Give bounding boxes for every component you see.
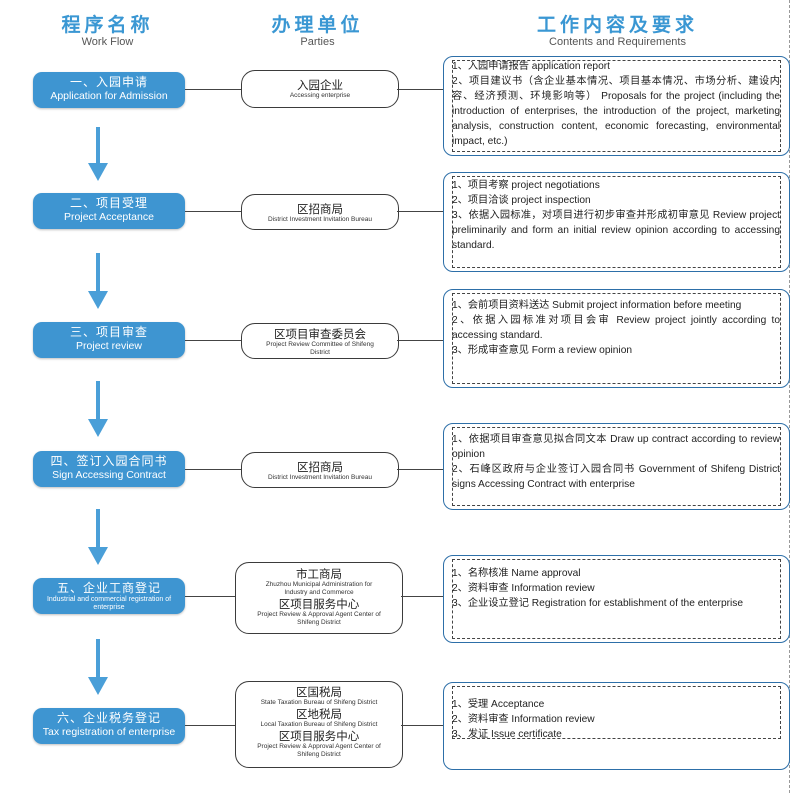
step-1-party: 入园企业 Accessing enterprise	[241, 70, 399, 108]
step-5-connector	[185, 596, 235, 597]
step-5-party: 市工商局 Zhuzhou Municipal Administration fo…	[235, 562, 403, 634]
step-5-box: 五、企业工商登记 Industrial and commercial regis…	[33, 578, 185, 614]
step-2-title-en: Project Acceptance	[64, 211, 154, 223]
column-header-requirements: 工作内容及要求 Contents and Requirements	[520, 14, 715, 49]
down-arrow-3	[88, 381, 108, 437]
column-header-requirements-zh: 工作内容及要求	[536, 14, 698, 36]
step-4-party-en: District Investment Invitation Bureau	[267, 474, 373, 481]
down-arrow-2	[88, 253, 108, 309]
column-header-parties: 办理单位 Parties	[250, 14, 385, 49]
step-4-connector-right	[397, 469, 443, 470]
step-6-party-1-en: State Taxation Bureau of Shifeng Distric…	[260, 699, 378, 706]
step-6-party-3-en: Project Review & Approval Agent Center o…	[257, 743, 381, 758]
step-5-req-2: 2、资料审查 Information review	[452, 583, 595, 594]
down-arrow-1	[88, 127, 108, 181]
step-1-connector	[185, 89, 241, 90]
column-header-requirements-en: Contents and Requirements	[549, 36, 686, 48]
step-6-connector-right	[401, 725, 443, 726]
step-4-title: 四、签订入园合同书	[50, 454, 168, 468]
step-1-req-1: 1、入园申请报告 application report	[452, 61, 610, 72]
down-arrow-4	[88, 509, 108, 565]
step-3-requirements-dashed-frame	[452, 293, 781, 384]
step-1-req-2: 2、项目建议书（含企业基本情况、项目基本情况、市场分析、建设内容、经济预测、环境…	[452, 76, 780, 147]
step-1-connector-right	[397, 89, 443, 90]
step-1-party-en: Accessing enterprise	[289, 92, 351, 99]
page-edge-divider	[789, 0, 790, 793]
step-2-connector-right	[397, 211, 443, 212]
step-2-requirements: 1、项目考察 project negotiations 2、项目洽谈 proje…	[443, 172, 790, 272]
step-2-party: 区招商局 District Investment Invitation Bure…	[241, 194, 399, 230]
step-2-req-1: 1、项目考察 project negotiations	[452, 180, 600, 191]
step-5-requirements: 1、名称核准 Name approval 2、资料审查 Information …	[443, 555, 790, 643]
step-1-requirements: 1、入园申请报告 application report 2、项目建议书（含企业基…	[443, 56, 790, 156]
step-3-party: 区项目审查委员会 Project Review Committee of Shi…	[241, 323, 399, 359]
down-arrow-5	[88, 639, 108, 695]
step-6-title: 六、企业税务登记	[56, 711, 161, 725]
step-5-req-3: 3、企业设立登记 Registration for establishment …	[452, 598, 744, 609]
step-5-connector-right	[401, 596, 443, 597]
step-6-party-2-zh: 区地税局	[296, 707, 342, 721]
step-6-box: 六、企业税务登记 Tax registration of enterprise	[33, 708, 185, 744]
step-5-title: 五、企业工商登记	[56, 581, 161, 595]
step-6-requirements: 1、受理 Acceptance 2、资料审查 Information revie…	[443, 682, 790, 770]
step-6-connector	[185, 725, 235, 726]
column-header-flow-en: Work Flow	[81, 36, 134, 48]
step-5-requirements-dashed-frame	[452, 559, 781, 639]
step-5-party-1-zh: 市工商局	[296, 567, 342, 581]
step-6-party-3-zh: 区项目服务中心	[278, 729, 360, 743]
step-3-requirements: 1、会前项目资料送达 Submit project information be…	[443, 289, 790, 388]
step-5-party-2-en: Project Review & Approval Agent Center o…	[257, 611, 381, 626]
column-header-flow-zh: 程序名称	[61, 14, 154, 36]
step-6-party-2-en: Local Taxation Bureau of Shifeng Distric…	[260, 721, 378, 728]
step-3-req-1: 1、会前项目资料送达 Submit project information be…	[452, 300, 742, 311]
column-header-flow: 程序名称 Work Flow	[40, 14, 175, 49]
step-3-title: 三、项目审查	[69, 325, 148, 339]
step-5-req-1: 1、名称核准 Name approval	[452, 568, 581, 579]
step-3-connector	[185, 340, 241, 341]
column-header-parties-zh: 办理单位	[271, 14, 364, 36]
step-6-req-3: 3、发证 Issue certificate	[452, 729, 562, 740]
step-5-party-1-en: Zhuzhou Municipal Administration for Ind…	[265, 581, 373, 596]
step-3-party-en: Project Review Committee of Shifeng Dist…	[266, 341, 374, 356]
step-5-party-2-zh: 区项目服务中心	[278, 597, 360, 611]
step-4-box: 四、签订入园合同书 Sign Accessing Contract	[33, 451, 185, 487]
step-6-title-en: Tax registration of enterprise	[42, 726, 176, 738]
step-4-connector	[185, 469, 241, 470]
step-5-title-en: Industrial and commercial registration o…	[46, 596, 172, 611]
step-6-party: 区国税局 State Taxation Bureau of Shifeng Di…	[235, 681, 403, 768]
step-3-req-2: 2、依据入园标准对项目会审 Review project jointly acc…	[452, 315, 780, 341]
step-1-title: 一、入园申请	[69, 75, 148, 89]
step-3-connector-right	[397, 340, 443, 341]
step-2-title: 二、项目受理	[69, 196, 148, 210]
step-3-title-en: Project review	[76, 340, 142, 352]
step-6-req-1: 1、受理 Acceptance	[452, 699, 545, 710]
step-1-party-zh: 入园企业	[297, 78, 343, 92]
step-4-requirements-dashed-frame	[452, 427, 781, 506]
step-4-party: 区招商局 District Investment Invitation Bure…	[241, 452, 399, 488]
step-4-req-2: 2、石峰区政府与企业签订入园合同书 Government of Shifeng …	[452, 464, 780, 490]
step-2-connector	[185, 211, 241, 212]
step-2-req-3: 3、依据入园标准，对项目进行初步审查并形成初审意见 Review project…	[452, 210, 780, 251]
step-4-party-zh: 区招商局	[297, 460, 343, 474]
step-6-req-2: 2、资料审查 Information review	[452, 714, 595, 725]
step-2-req-2: 2、项目洽谈 project inspection	[452, 195, 591, 206]
column-header-parties-en: Parties	[300, 36, 335, 48]
step-1-requirements-dashed-frame	[452, 60, 781, 152]
step-4-req-1: 1、依据项目审查意见拟合同文本 Draw up contract accordi…	[452, 434, 780, 460]
step-6-requirements-dashed-frame	[452, 686, 781, 739]
step-2-party-zh: 区招商局	[297, 202, 343, 216]
step-1-box: 一、入园申请 Application for Admission	[33, 72, 185, 108]
step-4-requirements: 1、依据项目审查意见拟合同文本 Draw up contract accordi…	[443, 423, 790, 510]
step-3-party-zh: 区项目审查委员会	[274, 327, 366, 341]
step-6-party-1-zh: 区国税局	[296, 685, 342, 699]
step-2-requirements-dashed-frame	[452, 176, 781, 268]
step-2-box: 二、项目受理 Project Acceptance	[33, 193, 185, 229]
step-3-req-3: 3、形成审查意见 Form a review opinion	[452, 345, 633, 356]
step-1-title-en: Application for Admission	[50, 90, 168, 102]
step-4-title-en: Sign Accessing Contract	[52, 469, 166, 481]
step-2-party-en: District Investment Invitation Bureau	[267, 216, 373, 223]
step-3-box: 三、项目审查 Project review	[33, 322, 185, 358]
